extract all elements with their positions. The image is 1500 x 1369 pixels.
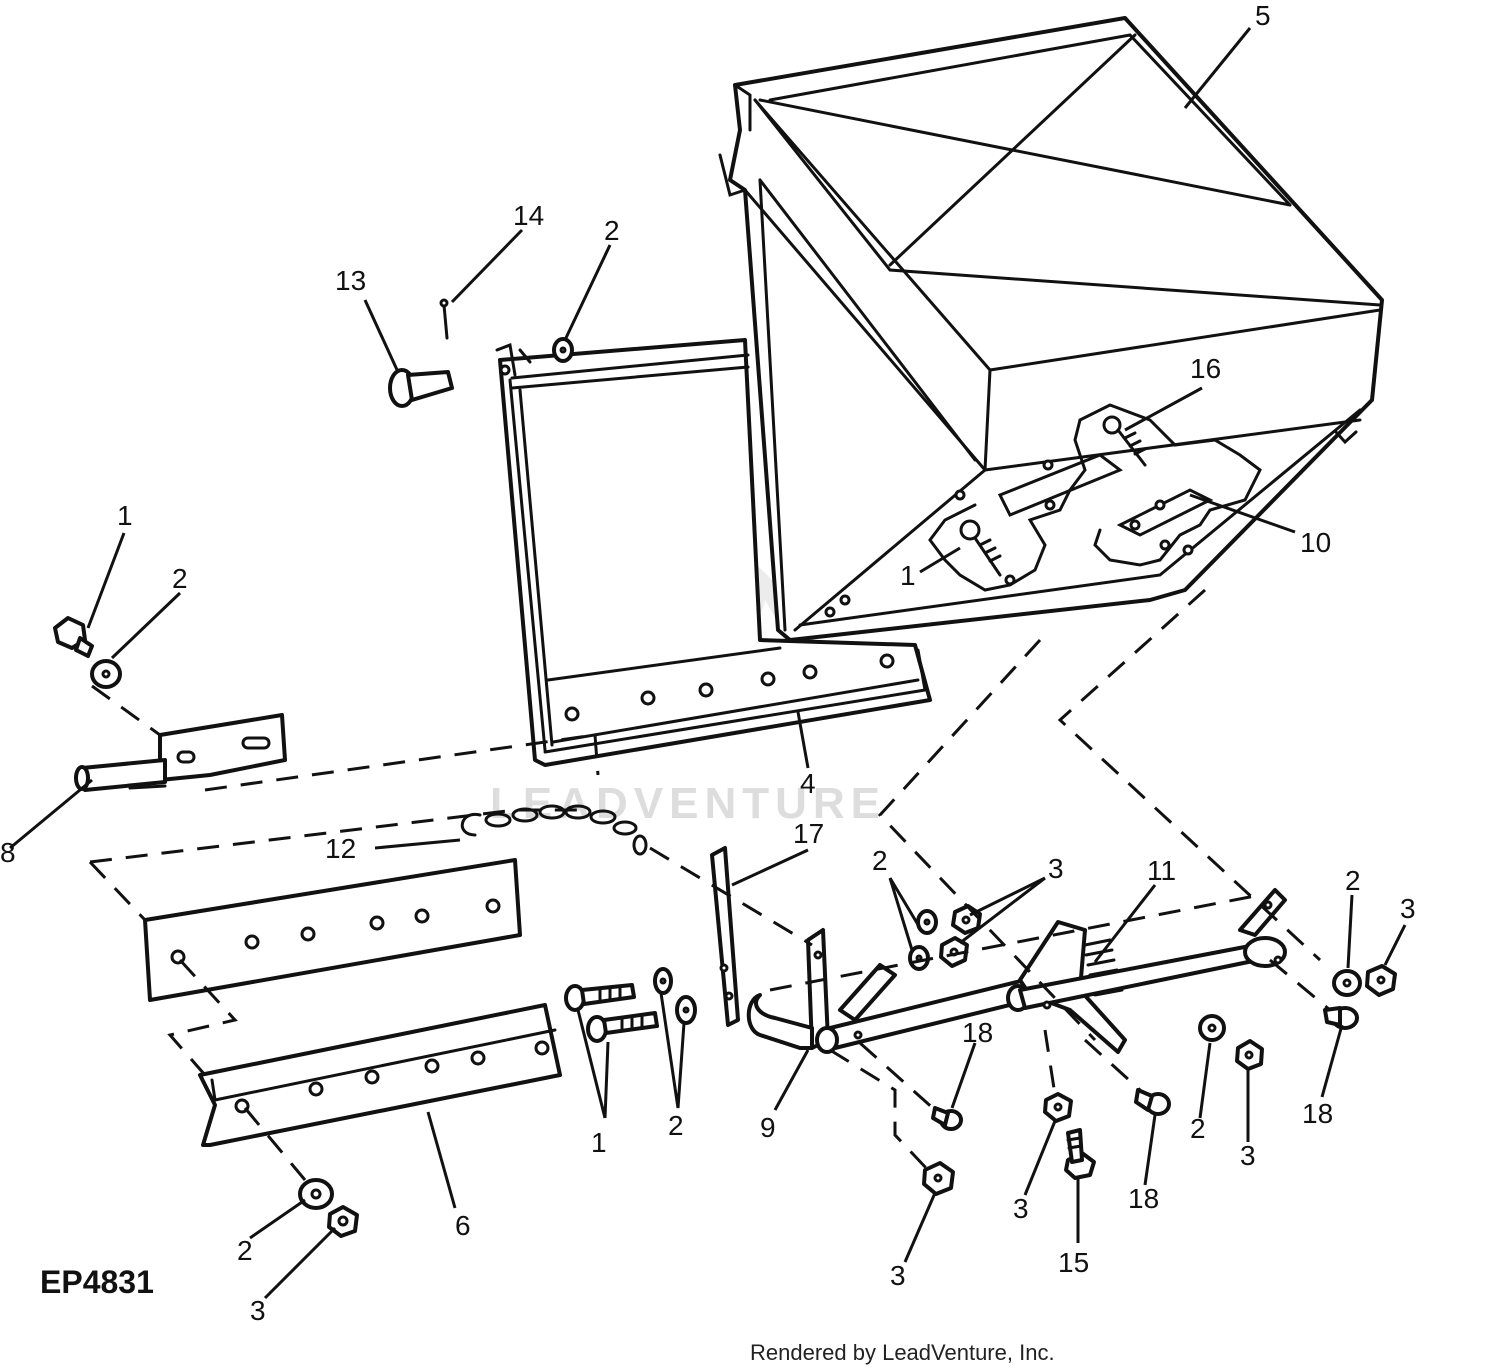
callout-2-left: 2: [172, 563, 188, 594]
callout-11: 11: [1147, 855, 1176, 886]
callout-1-top: 1: [117, 500, 133, 531]
hopper-box: [718, 16, 1384, 642]
callout-3-bottom-mid: 3: [890, 1260, 906, 1291]
callout-12: 12: [325, 833, 356, 864]
callout-18-lower: 18: [1128, 1183, 1159, 1214]
washer-2-left-icon: [90, 659, 122, 689]
callout-17: 17: [793, 818, 824, 849]
bolt-16-icon: [1102, 415, 1147, 467]
lever-bracket-9: [746, 928, 1032, 1054]
callout-18-right: 18: [1302, 1098, 1333, 1129]
cotter-pin-14-icon: [439, 298, 449, 340]
figure-id: EP4831: [40, 1264, 154, 1300]
washer-2-top-icon: [552, 337, 574, 363]
nut-3-bottom-mid-icon: [922, 1161, 955, 1196]
bolt-1-upper-icon: [564, 983, 636, 1012]
callout-15: 15: [1058, 1247, 1089, 1278]
nut-3-right-icon: [1365, 964, 1397, 997]
callout-6: 6: [455, 1210, 471, 1241]
callout-3-mid: 3: [1048, 853, 1064, 884]
strap-17: [710, 846, 740, 1027]
callout-3-bottom-left: 3: [250, 1295, 266, 1326]
callout-2-mid: 2: [872, 845, 888, 876]
callout-13: 13: [335, 265, 366, 296]
spring-11-icon: [1006, 888, 1287, 1054]
callout-2-lower-right: 2: [1190, 1113, 1206, 1144]
washer-2-bottom-icon: [298, 1178, 334, 1210]
callout-18-mid: 18: [962, 1017, 993, 1048]
svg-text:LEADVENTURE: LEADVENTURE: [490, 779, 886, 828]
callout-1-box: 1: [900, 560, 916, 591]
bolt-18-lower-icon: [1134, 1088, 1171, 1116]
callout-16: 16: [1190, 353, 1221, 384]
bolt-15-icon: [1064, 1128, 1096, 1180]
assembly-lines: [88, 588, 1331, 1181]
nut-3-lower-right-icon: [1235, 1039, 1264, 1071]
washer-2-mid-a-icon: [916, 909, 938, 935]
clevis-pin-13-icon: [388, 368, 454, 408]
callout-3-lower-mid: 3: [1013, 1193, 1029, 1224]
callout-3-lower-right: 3: [1240, 1140, 1256, 1171]
footer-credit: Rendered by LeadVenture, Inc.: [750, 1340, 1055, 1365]
callout-2-top: 2: [604, 215, 620, 246]
washer-2-a-icon: [653, 967, 673, 995]
leader-lines: [9, 27, 1407, 1300]
bolt-18-right-icon: [1323, 1006, 1359, 1030]
hinge-plate-8: [74, 713, 287, 792]
callout-3-right: 3: [1400, 893, 1416, 924]
callout-4: 4: [800, 768, 816, 799]
callout-2-washers: 2: [668, 1110, 684, 1141]
callout-10: 10: [1300, 527, 1331, 558]
callout-2-bottom: 2: [237, 1235, 253, 1266]
washer-2-lower-right-icon: [1198, 1014, 1226, 1042]
callout-9: 9: [760, 1112, 776, 1143]
bolt-1-left-icon: [53, 616, 94, 658]
nut-3-bottom-left-icon: [327, 1205, 359, 1238]
nut-3-lower-mid-icon: [1043, 1092, 1073, 1123]
callout-labels: 5 14 2 13 16 1 10 1 2 4 17 12 8 11 2 3 2…: [0, 0, 1416, 1326]
flat-bar: [143, 858, 522, 1002]
washer-2-mid-b-icon: [908, 945, 930, 971]
bolt-18-mid-icon: [931, 1106, 963, 1131]
frame-4: [495, 338, 932, 767]
callout-5: 5: [1255, 0, 1271, 31]
angle-bar-6: [198, 1003, 562, 1147]
callout-8: 8: [0, 837, 16, 868]
callout-14: 14: [513, 200, 544, 231]
washer-2-b-icon: [675, 995, 697, 1025]
bolt-1-box-icon: [959, 519, 1002, 577]
bolt-1-lower-icon: [586, 1011, 659, 1043]
callout-2-right: 2: [1345, 865, 1361, 896]
callout-1-bolts: 1: [591, 1127, 607, 1158]
washer-2-right-icon: [1332, 969, 1362, 997]
